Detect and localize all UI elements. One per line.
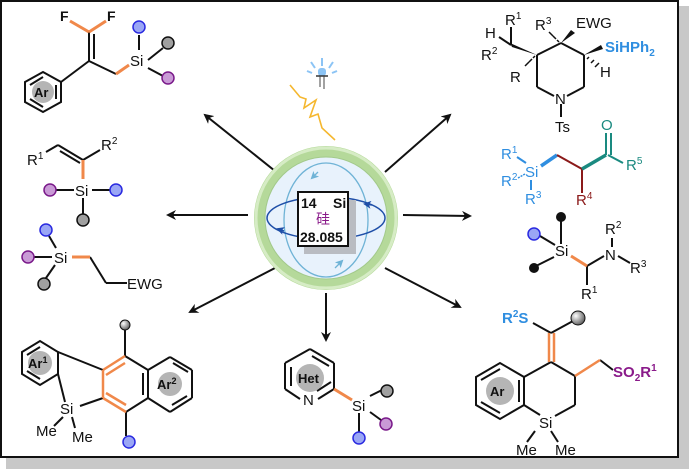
element-symbol: Si <box>333 195 346 211</box>
substituent-ball-blue <box>352 431 366 445</box>
highlight-bonds-bottom-right <box>547 333 601 378</box>
silicon-label: Si <box>130 53 143 70</box>
ewg-label: EWG <box>576 15 612 32</box>
substituent-ball-gray <box>37 277 51 291</box>
r1-label: R1 <box>501 145 518 163</box>
r3-label: R3 <box>525 190 542 208</box>
silicon-label: Si <box>525 164 538 181</box>
arrow-top-left <box>203 113 281 176</box>
substituent-ball-blue <box>122 435 136 449</box>
ar2-label: Ar2 <box>157 376 176 392</box>
methyl-label: Me <box>72 429 93 446</box>
silyl-label: SiHPh2 <box>605 39 655 59</box>
silicon-label: Si <box>54 250 67 267</box>
substituent-ball-blue <box>527 227 541 241</box>
r5-label: R5 <box>626 156 643 174</box>
methyl-label: Me <box>36 423 57 440</box>
hash-bonds <box>524 31 600 68</box>
orbit-vertical <box>283 162 369 278</box>
substituent-ball-black <box>529 263 539 273</box>
substituent-ball-gray <box>380 384 394 398</box>
het-ring-fill <box>296 364 324 392</box>
r1-label: R1 <box>505 11 522 29</box>
nitrogen-label: N <box>605 247 616 264</box>
ar1-ring-fill <box>28 351 52 375</box>
substituent-ball-gray <box>119 319 131 331</box>
r3-label: R3 <box>630 259 647 277</box>
r1-label: R1 <box>581 285 598 303</box>
sulfonyl-label: SO2R1 <box>613 363 657 384</box>
r2-label: R2 <box>605 220 622 238</box>
substituent-ball-black <box>556 212 566 222</box>
product-bottom-right <box>475 320 614 443</box>
r2-label: R2 <box>481 46 498 64</box>
product-top-right <box>498 27 585 117</box>
ar2-ring-fill <box>158 372 182 396</box>
substituent-ball-blue <box>132 20 146 34</box>
ar-label: Ar <box>490 384 504 399</box>
atomic-number: 14 <box>301 195 317 211</box>
silicon-label: Si <box>539 415 552 432</box>
substituent-ball-purple <box>21 250 35 264</box>
product-mid-right-1 <box>516 133 624 193</box>
arrow-bottom-right <box>384 267 462 308</box>
fluorine-label: F <box>60 8 69 24</box>
substituent-ball-purple <box>379 417 393 431</box>
fluorine-label: F <box>107 8 116 24</box>
silicon-label: Si <box>75 183 88 200</box>
highlight-bonds-top-left <box>69 19 130 76</box>
element-chinese-name: 硅 <box>316 211 330 227</box>
ar-ring-fill <box>486 377 514 405</box>
oxygen-label: O <box>601 117 613 134</box>
product-mid-left-1 <box>45 144 110 214</box>
substituent-ball-gray <box>76 213 90 227</box>
ar-label: Ar <box>34 85 48 100</box>
substituent-ball-purple <box>161 71 175 85</box>
substituent-ball-blue <box>39 223 53 237</box>
substituent-ball-gray <box>570 310 586 326</box>
atomic-mass: 28.085 <box>300 229 343 245</box>
ar1-label: Ar1 <box>28 355 47 371</box>
product-mid-left-2 <box>34 235 127 284</box>
highlight-bonds-bottom-left <box>101 354 127 414</box>
product-mid-right-2 <box>535 218 631 285</box>
r-label: R <box>510 69 521 86</box>
substituent-ball-purple <box>43 183 57 197</box>
nitrogen-label: N <box>303 392 314 409</box>
r2-label: R2 <box>101 136 118 154</box>
r1-label: R1 <box>27 151 44 169</box>
methyl-label: Me <box>516 442 537 459</box>
ar-ring-fill <box>32 81 54 103</box>
r2-label: R2 <box>501 172 518 190</box>
silicon-label: Si <box>555 243 568 260</box>
substituent-ball-gray <box>161 36 175 50</box>
hydrogen-label: H <box>600 64 611 81</box>
hydrogen-label: H <box>485 25 496 42</box>
product-bottom-left <box>21 328 193 436</box>
methyl-label: Me <box>555 442 576 459</box>
nitrogen-label: N <box>555 91 566 108</box>
ewg-label: EWG <box>127 276 163 293</box>
het-label: Het <box>298 371 320 386</box>
tosyl-label: Ts <box>555 119 570 136</box>
led-light-icon <box>306 58 338 89</box>
r3-label: R3 <box>535 16 552 34</box>
arrow-top-right <box>384 113 452 173</box>
light-ray-icon <box>289 84 336 141</box>
product-bottom-center <box>284 348 383 432</box>
substituent-ball-blue <box>109 183 123 197</box>
r4-label: R4 <box>576 191 593 209</box>
product-top-left <box>24 32 164 114</box>
silicon-element-tile: 14 Si 硅 28.085 <box>297 191 356 254</box>
arrow-bottom-left <box>188 267 276 313</box>
reaction-arrows <box>166 113 472 342</box>
silicon-label: Si <box>352 398 365 415</box>
r2s-label: R2S <box>502 309 528 327</box>
arrow-right <box>402 210 472 221</box>
silicon-label: Si <box>60 401 73 418</box>
